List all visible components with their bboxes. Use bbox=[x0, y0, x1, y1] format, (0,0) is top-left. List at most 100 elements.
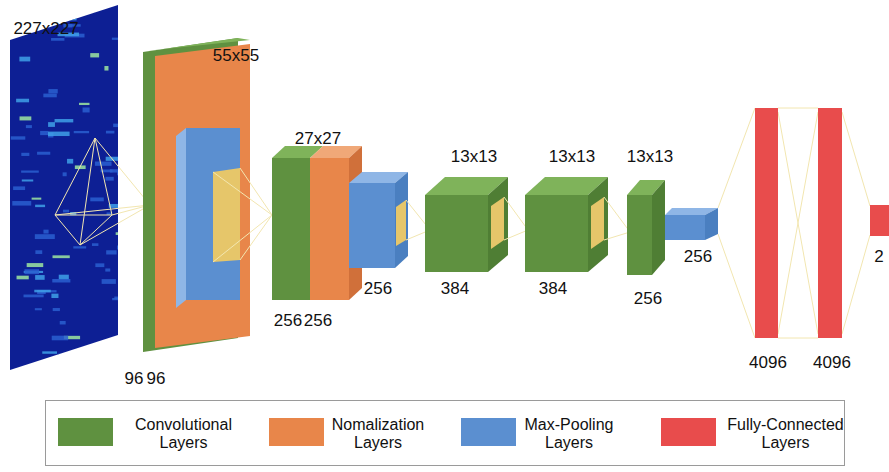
image-streak bbox=[43, 230, 48, 234]
image-streak bbox=[37, 152, 50, 155]
image-streak bbox=[48, 122, 55, 127]
depth-number: 96 bbox=[125, 370, 144, 387]
image-streak bbox=[52, 336, 68, 341]
legend-box: Convolutional Layers Nomalization Layers M… bbox=[45, 400, 845, 466]
image-streak bbox=[117, 172, 137, 176]
image-streak bbox=[92, 243, 98, 246]
image-streak bbox=[116, 232, 124, 235]
image-streak bbox=[27, 263, 44, 267]
image-streak bbox=[115, 343, 134, 347]
image-streak bbox=[114, 297, 135, 300]
image-streak bbox=[20, 116, 32, 120]
image-streak bbox=[19, 57, 30, 62]
legend-swatch bbox=[269, 418, 324, 446]
image-streak bbox=[113, 124, 125, 127]
conv4-block bbox=[525, 177, 608, 272]
legend-text: Fully-Connected Layers bbox=[718, 416, 853, 453]
projection-lines bbox=[504, 197, 528, 240]
image-size: 227x227 bbox=[13, 20, 78, 37]
image-streak bbox=[24, 269, 39, 274]
image-streak bbox=[11, 136, 26, 139]
image-streak bbox=[86, 10, 94, 12]
unit-count: 4096 bbox=[813, 354, 851, 371]
image-streak bbox=[105, 177, 113, 181]
image-streak bbox=[51, 294, 58, 298]
image-streak bbox=[95, 162, 112, 166]
image-streak bbox=[63, 210, 69, 213]
conv2-block bbox=[272, 146, 408, 300]
image-texture bbox=[11, 5, 137, 359]
fc-layers bbox=[755, 108, 889, 338]
image-streak bbox=[35, 205, 45, 207]
image-streak bbox=[21, 153, 29, 156]
depth-number: 384 bbox=[539, 280, 567, 297]
depth-number: 384 bbox=[441, 280, 469, 297]
depth-number: 256 bbox=[634, 290, 662, 307]
image-streak bbox=[117, 245, 124, 249]
conv3-block bbox=[425, 177, 508, 272]
image-streak bbox=[102, 279, 116, 284]
image-streak bbox=[70, 14, 80, 17]
unit-count: 4096 bbox=[749, 354, 787, 371]
layer-size: 55x55 bbox=[213, 47, 259, 64]
layer-size: 13x13 bbox=[627, 148, 673, 165]
image-streak bbox=[58, 354, 65, 357]
conv5-block bbox=[627, 180, 718, 275]
image-streak bbox=[87, 356, 102, 359]
image-streak bbox=[41, 5, 53, 9]
image-streak bbox=[43, 94, 56, 98]
input-image bbox=[10, 5, 118, 370]
conv1-block bbox=[143, 38, 250, 352]
image-streak bbox=[53, 255, 70, 258]
image-streak bbox=[59, 275, 69, 280]
image-streak bbox=[12, 201, 31, 206]
receptive-field bbox=[55, 138, 112, 245]
image-streak bbox=[51, 38, 64, 41]
legend-swatch bbox=[461, 418, 516, 446]
image-streak bbox=[28, 5, 43, 7]
image-streak bbox=[16, 99, 29, 103]
legend-text: Convolutional Layers bbox=[121, 416, 246, 453]
projection-lines bbox=[718, 108, 870, 338]
image-streak bbox=[112, 38, 122, 40]
image-streak bbox=[67, 159, 73, 164]
image-streak bbox=[55, 119, 74, 122]
legend-text: Nomalization Layers bbox=[318, 416, 438, 453]
image-streak bbox=[110, 169, 130, 172]
image-streak bbox=[34, 290, 50, 293]
image-streak bbox=[22, 179, 33, 181]
image-streak bbox=[90, 197, 103, 201]
legend-swatch bbox=[58, 418, 113, 446]
image-streak bbox=[24, 295, 44, 298]
image-streak bbox=[106, 250, 116, 254]
projection-lines bbox=[604, 197, 630, 240]
image-streak bbox=[17, 276, 29, 280]
image-streak bbox=[35, 234, 55, 239]
projection-lines bbox=[55, 138, 150, 245]
image-streak bbox=[35, 275, 44, 280]
image-streak bbox=[83, 108, 90, 113]
image-streak bbox=[79, 103, 89, 105]
image-streak bbox=[48, 132, 70, 136]
layer-size: 27x27 bbox=[295, 130, 341, 147]
image-streak bbox=[40, 131, 48, 135]
image-streak bbox=[63, 172, 67, 176]
image-streak bbox=[104, 66, 108, 71]
image-streak bbox=[13, 186, 25, 190]
image-streak bbox=[73, 246, 86, 248]
image-streak bbox=[21, 171, 39, 173]
image-streak bbox=[48, 89, 57, 93]
image-streak bbox=[105, 268, 110, 271]
legend-swatch bbox=[661, 418, 716, 446]
depth-number: 256 bbox=[304, 312, 332, 329]
image-streak bbox=[32, 198, 42, 200]
depth-number: 256 bbox=[364, 280, 392, 297]
depth-number: 256 bbox=[684, 248, 712, 265]
image-streak bbox=[53, 308, 60, 311]
image-streak bbox=[35, 250, 42, 254]
legend-text: Max-Pooling Layers bbox=[509, 416, 629, 453]
image-streak bbox=[74, 131, 89, 133]
image-streak bbox=[95, 263, 104, 267]
image-streak bbox=[42, 351, 57, 353]
